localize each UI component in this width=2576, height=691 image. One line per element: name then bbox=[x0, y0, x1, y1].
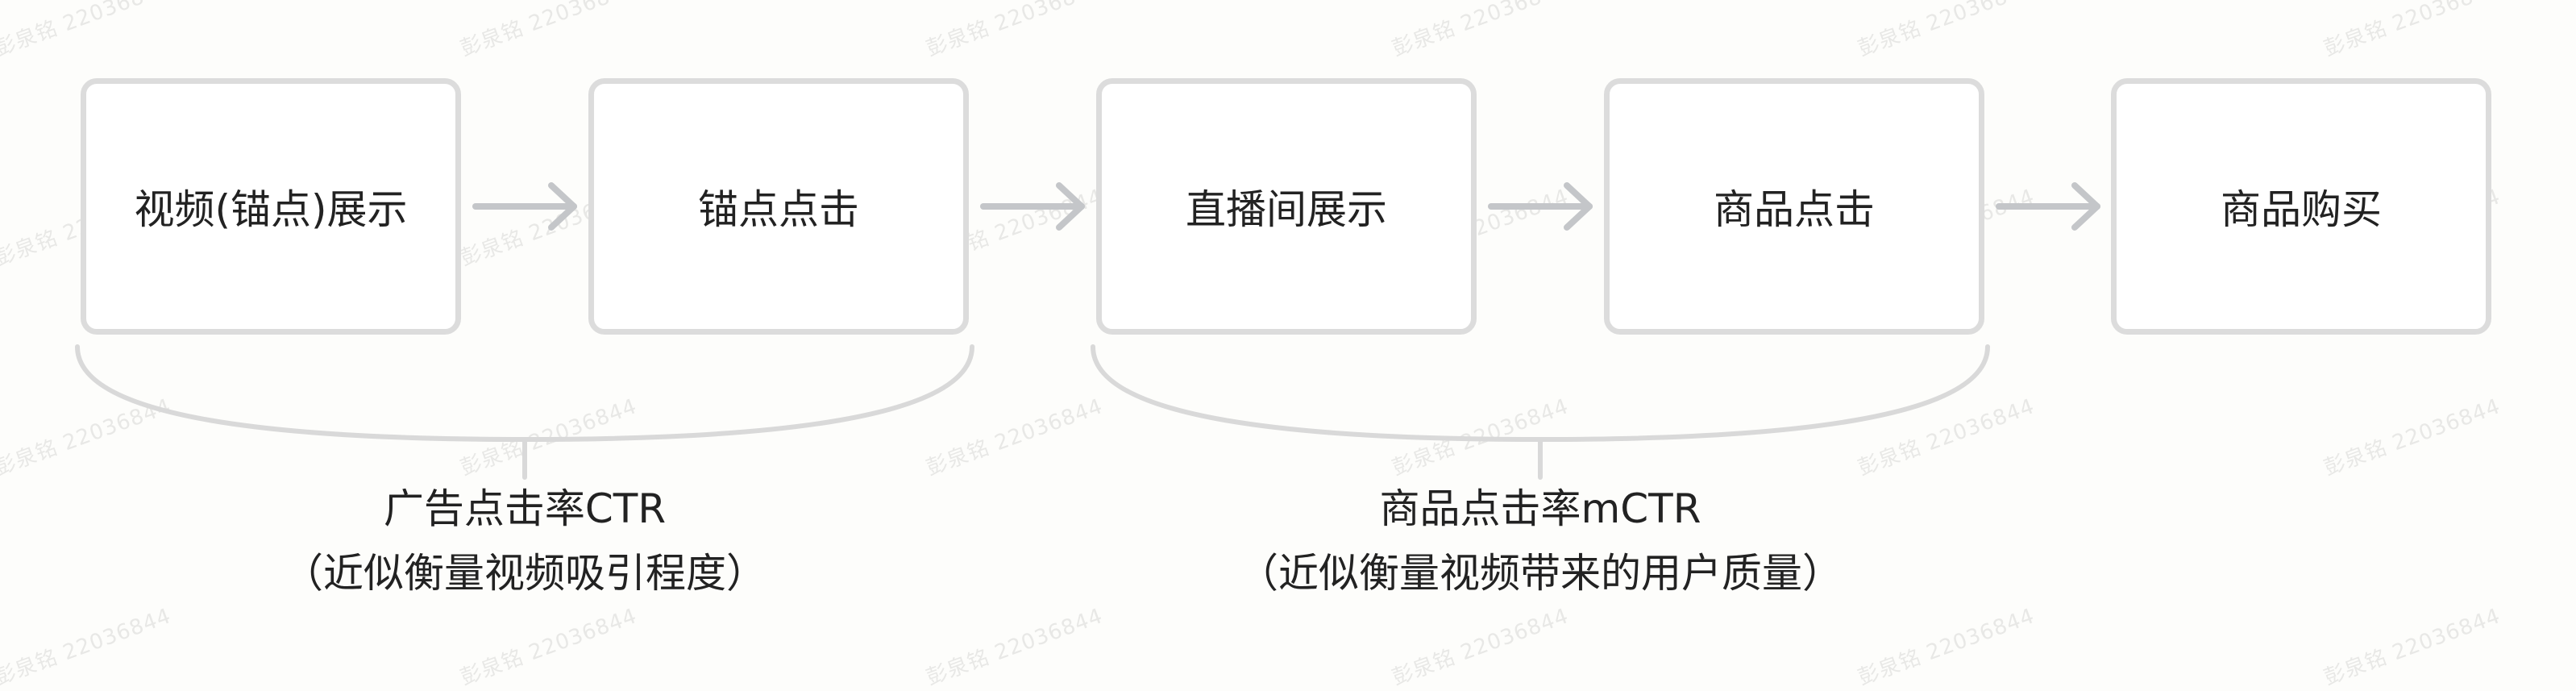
metric-title: 商品点击率mCTR bbox=[1379, 485, 1701, 532]
step-box-anchor-click: 锚点点击 bbox=[588, 78, 969, 335]
step-label: 锚点点击 bbox=[698, 186, 859, 233]
arrow-right-icon bbox=[1996, 182, 2100, 231]
step-label: 商品购买 bbox=[2221, 186, 2382, 233]
arrow-right-icon bbox=[980, 182, 1085, 231]
step-box-product-click: 商品点击 bbox=[1604, 78, 1984, 335]
step-label: 视频(锚点)展示 bbox=[134, 186, 408, 233]
bracket-ctr bbox=[75, 344, 974, 480]
step-label: 商品点击 bbox=[1714, 186, 1875, 233]
step-label: 直播间展示 bbox=[1186, 186, 1387, 233]
step-box-live-room-impression: 直播间展示 bbox=[1096, 78, 1477, 335]
metric-subtitle: （近似衡量视频带来的用户质量） bbox=[1238, 550, 1843, 597]
step-box-video-impression: 视频(锚点)展示 bbox=[81, 78, 461, 335]
metric-subtitle: （近似衡量视频吸引程度） bbox=[283, 550, 767, 597]
metric-label-mctr: 商品点击率mCTR （近似衡量视频带来的用户质量） bbox=[1178, 484, 1903, 598]
step-box-product-purchase: 商品购买 bbox=[2111, 78, 2491, 335]
bracket-mctr bbox=[1091, 344, 1990, 480]
arrow-right-icon bbox=[1488, 182, 1593, 231]
metric-title: 广告点击率CTR bbox=[383, 485, 667, 532]
metric-label-ctr: 广告点击率CTR （近似衡量视频吸引程度） bbox=[162, 484, 887, 598]
arrow-right-icon bbox=[472, 182, 577, 231]
